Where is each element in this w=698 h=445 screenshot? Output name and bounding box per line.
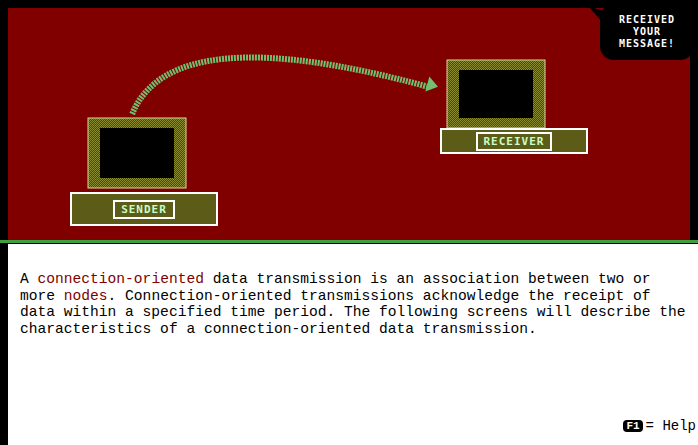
help-text: = Help — [646, 418, 696, 434]
node-label: RECEIVER — [484, 135, 545, 148]
key-cap: F1 — [623, 420, 642, 432]
sender-computer: SENDER — [70, 116, 218, 226]
description-text: A connection-oriented data transmission … — [20, 271, 688, 337]
computer-base: SENDER — [70, 192, 218, 226]
monitor-icon — [88, 118, 186, 188]
body-text: . Connection-oriented transmissions ackn… — [20, 288, 686, 337]
node-label: SENDER — [121, 203, 167, 216]
monitor-icon — [447, 60, 545, 128]
speech-bubble: RECEIVED YOUR MESSAGE! — [600, 4, 694, 60]
label-box: SENDER — [113, 200, 175, 219]
keyword: connection-oriented — [38, 271, 204, 287]
help-hint: F1 = Help — [623, 418, 696, 434]
receiver-computer: RECEIVER — [440, 58, 588, 154]
transmission-arrow — [132, 57, 438, 114]
node-label: RECEIVED YOUR MESSAGE! — [606, 14, 688, 50]
body-text: A — [20, 271, 29, 287]
keyword: nodes — [64, 288, 108, 304]
label-box: RECEIVER — [476, 132, 553, 151]
computer-base: RECEIVER — [440, 128, 588, 154]
